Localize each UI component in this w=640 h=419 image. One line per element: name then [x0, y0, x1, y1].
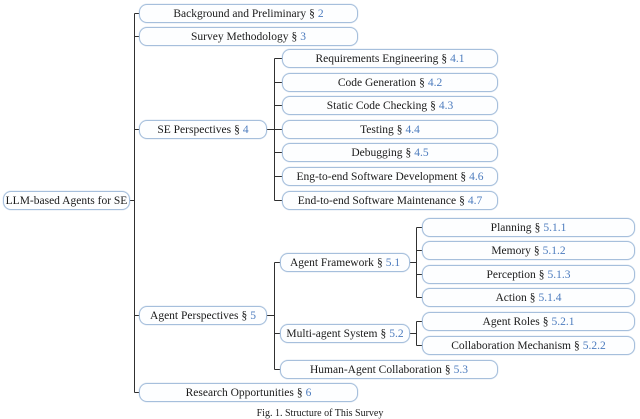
section-symbol: §	[419, 76, 425, 89]
section-symbol: §	[441, 52, 448, 65]
node-label: Survey Methodology	[191, 30, 289, 43]
section-link[interactable]: 5.1.3	[547, 268, 571, 281]
node-code-generation: Code Generation § 4.2	[282, 73, 498, 92]
node-label: Static Code Checking	[326, 99, 428, 112]
section-symbol: §	[234, 123, 240, 136]
section-link[interactable]: 5.2.2	[582, 339, 606, 352]
node-collaboration-mechanism: Collaboration Mechanism § 5.2.2	[422, 336, 635, 355]
section-symbol: §	[296, 386, 303, 399]
node-label: LLM-based Agents for SE	[5, 194, 128, 207]
node-label: Memory	[491, 244, 531, 257]
section-symbol: §	[376, 256, 383, 269]
node-action: Action § 5.1.4	[422, 288, 635, 307]
section-link[interactable]: 6	[305, 386, 312, 399]
section-symbol: §	[291, 30, 298, 43]
section-symbol: §	[241, 309, 248, 322]
figure-caption: Fig. 1. Structure of This Survey	[256, 408, 384, 419]
section-link[interactable]: 5.2	[389, 327, 404, 340]
section-link[interactable]: 5	[250, 309, 256, 322]
section-symbol: §	[574, 339, 580, 352]
node-static-code-checking: Static Code Checking § 4.3	[282, 96, 498, 115]
node-se-perspectives: SE Perspectives § 4	[139, 120, 267, 139]
section-link[interactable]: 5.1.4	[538, 291, 562, 304]
node-perception: Perception § 5.1.3	[422, 265, 635, 284]
section-symbol: §	[430, 99, 436, 112]
node-label: Planning	[490, 221, 532, 234]
node-label: Background and Preliminary	[173, 7, 307, 20]
node-label: SE Perspectives	[157, 123, 232, 136]
section-symbol: §	[405, 146, 412, 159]
section-link[interactable]: 5.1	[385, 256, 401, 269]
section-symbol: §	[396, 123, 403, 136]
section-link[interactable]: 4.1	[450, 52, 465, 65]
node-multi-agent-system: Multi-agent System § 5.2	[280, 324, 410, 343]
section-link[interactable]: 5.1.2	[542, 244, 566, 257]
node-label: Perception	[486, 268, 536, 281]
section-symbol: §	[309, 7, 315, 20]
section-symbol: §	[459, 194, 465, 207]
section-link[interactable]: 4.3	[438, 99, 454, 112]
node-label: Agent Perspectives	[150, 309, 239, 322]
node-label: End-to-end Software Maintenance	[297, 194, 457, 207]
section-link[interactable]: 4.4	[405, 123, 420, 136]
section-symbol: §	[529, 291, 536, 304]
node-label: Code Generation	[337, 76, 417, 89]
node-label: Action	[495, 291, 527, 304]
node-label: Human-Agent Collaboration	[309, 363, 442, 376]
node-agent-perspectives: Agent Perspectives § 5	[139, 306, 267, 325]
node-survey-methodology: Survey Methodology § 3	[139, 27, 358, 46]
node-label: Multi-agent System	[286, 327, 378, 340]
node-research-opportunities: Research Opportunities § 6	[139, 383, 358, 402]
node-label: Collaboration Mechanism	[451, 339, 572, 352]
section-link[interactable]: 5.2.1	[551, 315, 575, 328]
node-debugging: Debugging § 4.5	[282, 143, 498, 162]
section-link[interactable]: 4.2	[427, 76, 443, 89]
section-link[interactable]: 3	[300, 30, 306, 43]
section-link[interactable]: 4	[242, 123, 249, 136]
section-link[interactable]: 4.5	[414, 146, 429, 159]
node-testing: Testing § 4.4	[282, 120, 498, 139]
section-link[interactable]: 5.1.1	[543, 221, 567, 234]
node-agent-framework: Agent Framework § 5.1	[280, 253, 410, 272]
section-link[interactable]: 4.6	[469, 170, 484, 183]
section-symbol: §	[460, 170, 467, 183]
section-symbol: §	[534, 221, 541, 234]
section-link[interactable]: 5.3	[453, 363, 469, 376]
node-label: Testing	[360, 123, 394, 136]
node-eng-to-end-software-development: Eng-to-end Software Development § 4.6	[282, 167, 498, 186]
node-requirements-engineering: Requirements Engineering § 4.1	[282, 49, 498, 68]
node-label: Requirements Engineering	[315, 52, 439, 65]
node-label: Agent Roles	[482, 315, 540, 328]
section-symbol: §	[444, 363, 451, 376]
node-llm-based-agents-for-se: LLM-based Agents for SE	[3, 191, 130, 210]
node-agent-roles: Agent Roles § 5.2.1	[422, 312, 635, 331]
node-label: Debugging	[351, 146, 403, 159]
node-label: Eng-to-end Software Development	[296, 170, 458, 183]
section-symbol: §	[538, 268, 545, 281]
node-planning: Planning § 5.1.1	[422, 218, 635, 237]
node-end-to-end-software-maintenance: End-to-end Software Maintenance § 4.7	[282, 191, 498, 210]
section-symbol: §	[380, 327, 387, 340]
node-label: Research Opportunities	[185, 386, 294, 399]
node-human-agent-collaboration: Human-Agent Collaboration § 5.3	[280, 360, 498, 379]
section-symbol: §	[533, 244, 540, 257]
node-background-and-preliminary: Background and Preliminary § 2	[139, 4, 358, 23]
node-memory: Memory § 5.1.2	[422, 241, 635, 260]
section-link[interactable]: 2	[317, 7, 324, 20]
section-link[interactable]: 4.7	[467, 194, 483, 207]
node-label: Agent Framework	[289, 256, 374, 269]
section-symbol: §	[542, 315, 549, 328]
